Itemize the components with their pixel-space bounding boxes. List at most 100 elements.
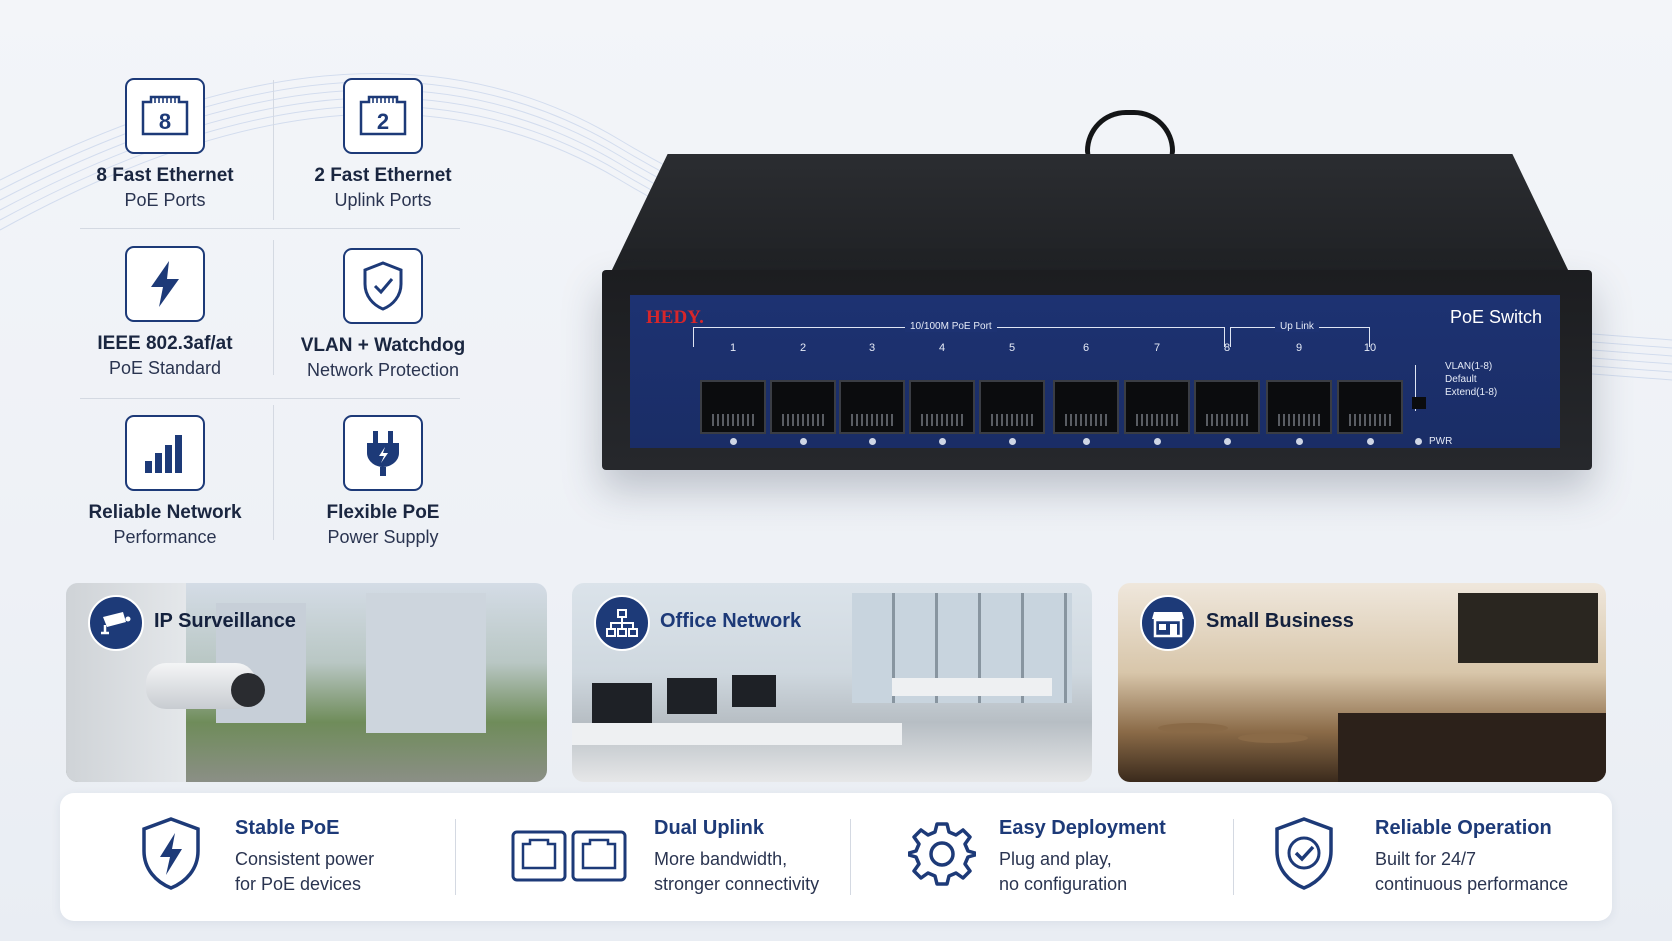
svg-text:2: 2 bbox=[377, 109, 389, 134]
use-case-title: Small Business bbox=[1206, 610, 1354, 632]
port-led bbox=[869, 438, 876, 445]
use-case-small-business[interactable]: Small Business bbox=[1118, 583, 1606, 782]
port-led bbox=[1296, 438, 1303, 445]
port-led bbox=[1154, 438, 1161, 445]
port-number: 10 bbox=[1363, 342, 1377, 354]
port-led bbox=[1083, 438, 1090, 445]
feature-reliable-network: Reliable Network Performance bbox=[60, 415, 270, 549]
ethernet-port-8-icon: 8 bbox=[125, 78, 205, 154]
feature-title: 8 Fast Ethernet bbox=[96, 165, 234, 186]
use-case-title: IP Surveillance bbox=[154, 610, 296, 632]
feature-poe-ports: 8 8 Fast Ethernet PoE Ports bbox=[60, 78, 270, 212]
port-number: 9 bbox=[1295, 342, 1303, 354]
power-led bbox=[1415, 438, 1422, 445]
port-led bbox=[1367, 438, 1374, 445]
ethernet-port-2-icon: 2 bbox=[343, 78, 423, 154]
ethernet-port[interactable] bbox=[700, 380, 766, 434]
divider bbox=[850, 819, 851, 895]
benefit-title: Dual Uplink bbox=[654, 817, 765, 839]
port-number: 5 bbox=[1008, 342, 1016, 354]
shield-check-icon bbox=[1271, 815, 1337, 898]
feature-uplink-ports: 2 2 Fast Ethernet Uplink Ports bbox=[278, 78, 488, 212]
divider bbox=[273, 80, 274, 220]
port-led bbox=[730, 438, 737, 445]
use-case-ip-surveillance[interactable]: IP Surveillance bbox=[66, 583, 547, 782]
feature-grid: 8 8 Fast Ethernet PoE Ports 2 2 Fast Eth… bbox=[60, 70, 480, 560]
gear-icon bbox=[907, 820, 977, 893]
benefit-description: Plug and play,no configuration bbox=[999, 849, 1128, 894]
use-case-title: Office Network bbox=[660, 610, 802, 632]
ethernet-port[interactable] bbox=[1124, 380, 1190, 434]
feature-subtitle: Power Supply bbox=[327, 527, 439, 547]
cafe-photo bbox=[1118, 583, 1606, 782]
port-number: 1 bbox=[729, 342, 737, 354]
uplink-port[interactable] bbox=[1337, 380, 1403, 434]
benefit-title: Stable PoE bbox=[235, 817, 340, 839]
divider bbox=[80, 398, 460, 399]
feature-subtitle: PoE Ports bbox=[124, 190, 206, 210]
port-led bbox=[1224, 438, 1231, 445]
shield-check-icon bbox=[343, 248, 423, 324]
port-led bbox=[800, 438, 807, 445]
brand-logo: HEDY. bbox=[646, 307, 704, 328]
feature-title: Flexible PoE bbox=[326, 502, 440, 523]
feature-flexible-poe: Flexible PoE Power Supply bbox=[278, 415, 488, 549]
port-number: 2 bbox=[799, 342, 807, 354]
benefit-easy-deployment: Easy Deployment Plug and play,no configu… bbox=[850, 793, 1233, 921]
signal-bars-icon bbox=[125, 415, 205, 491]
pwr-label: PWR bbox=[1429, 436, 1453, 447]
storefront-icon bbox=[1140, 595, 1196, 651]
feature-subtitle: PoE Standard bbox=[108, 358, 222, 378]
lightning-icon bbox=[125, 246, 205, 322]
uplink-label: Up Link bbox=[1275, 321, 1319, 332]
feature-subtitle: Network Protection bbox=[306, 360, 460, 380]
divider bbox=[80, 228, 460, 229]
feature-poe-standard: IEEE 802.3af/at PoE Standard bbox=[60, 246, 270, 380]
model-label: PoE Switch bbox=[1449, 307, 1542, 327]
feature-subtitle: Uplink Ports bbox=[334, 190, 432, 210]
cctv-camera-icon bbox=[88, 595, 144, 651]
feature-title: IEEE 802.3af/at bbox=[97, 333, 233, 354]
power-cable bbox=[1085, 110, 1175, 160]
ethernet-port[interactable] bbox=[1194, 380, 1260, 434]
ethernet-port[interactable] bbox=[909, 380, 975, 434]
use-case-office-network[interactable]: Office Network bbox=[572, 583, 1092, 782]
ethernet-port[interactable] bbox=[770, 380, 836, 434]
feature-title: Reliable Network bbox=[88, 502, 242, 523]
switch-top bbox=[610, 154, 1570, 274]
benefit-description: More bandwidth,stronger connectivity bbox=[654, 849, 820, 894]
dual-ports-icon bbox=[511, 830, 629, 887]
feature-title: 2 Fast Ethernet bbox=[314, 165, 452, 186]
poe-port-label: 10/100M PoE Port bbox=[905, 321, 997, 332]
port-number: 6 bbox=[1082, 342, 1090, 354]
benefit-title: Easy Deployment bbox=[999, 817, 1166, 839]
power-plug-icon bbox=[343, 415, 423, 491]
mode-switch[interactable] bbox=[1412, 397, 1426, 409]
port-number: 8 bbox=[1223, 342, 1231, 354]
port-led bbox=[1009, 438, 1016, 445]
camera-lens bbox=[231, 673, 265, 707]
port-led bbox=[939, 438, 946, 445]
ethernet-port[interactable] bbox=[839, 380, 905, 434]
mode-label: VLAN(1-8) bbox=[1445, 361, 1493, 372]
poe-switch-device: HEDY. PoE Switch 10/100M PoE Port Up Lin… bbox=[590, 110, 1610, 490]
office-photo bbox=[572, 583, 1092, 782]
shield-lightning-icon bbox=[138, 815, 204, 898]
port-number: 3 bbox=[868, 342, 876, 354]
divider bbox=[455, 819, 456, 895]
divider bbox=[273, 240, 274, 375]
mode-selector-line bbox=[1415, 365, 1425, 411]
mode-label: Extend(1-8) bbox=[1445, 387, 1498, 398]
feature-title: VLAN + Watchdog bbox=[300, 335, 466, 356]
port-number: 4 bbox=[938, 342, 946, 354]
benefit-title: Reliable Operation bbox=[1375, 817, 1552, 839]
ethernet-port[interactable] bbox=[979, 380, 1045, 434]
mode-label: Default bbox=[1445, 374, 1477, 385]
feature-subtitle: Performance bbox=[113, 527, 217, 547]
ethernet-port[interactable] bbox=[1053, 380, 1119, 434]
uplink-port[interactable] bbox=[1266, 380, 1332, 434]
